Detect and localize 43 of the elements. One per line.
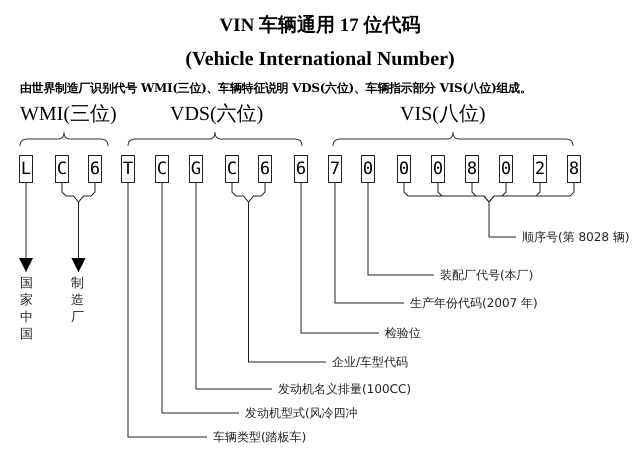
annotation-label: 国家中国: [20, 276, 33, 344]
vin-character: 6: [258, 155, 272, 183]
connector-line: [334, 182, 404, 304]
vin-character: C: [225, 155, 239, 183]
connector-line: [128, 182, 208, 438]
group-heading: VDS(六位): [170, 102, 264, 127]
vin-character: C: [55, 155, 69, 183]
annotation-label: 装配厂代号(本厂): [440, 267, 534, 283]
title: VIN 车辆通用 17 位代码: [218, 14, 422, 38]
group-heading: WMI(三位): [20, 102, 117, 127]
vin-character: T: [121, 155, 135, 183]
arrow: [19, 182, 33, 272]
annotation-label: 生产年份代码(2007 年): [410, 295, 538, 311]
annotation-label: 车辆类型(踏板车): [213, 429, 306, 445]
vin-character: L: [19, 155, 33, 183]
vin-character: 0: [499, 155, 513, 183]
vin-character: G: [189, 155, 203, 183]
description-text: 由世界制造厂识别代号 WMI(三位)、车辆特征说明 VDS(六位)、车辆指示部分 VIS(八位)组成。: [20, 80, 532, 97]
annotation-label: 顺序号(第 8028 辆): [522, 229, 630, 245]
group-heading: VIS(八位): [400, 102, 486, 127]
annotation-label: 发动机型式(风冷四冲: [245, 405, 358, 421]
annotation-label: 检验位: [385, 325, 421, 341]
annotation-label: 发动机名义排量(100CC): [278, 381, 412, 397]
vin-character: 0: [397, 155, 411, 183]
annotation-label: 企业/车型代码: [332, 354, 408, 370]
connector-line: [248, 182, 326, 362]
vin-character: C: [155, 155, 169, 183]
vin-character: 8: [465, 155, 479, 183]
vin-character: 2: [533, 155, 547, 183]
connector-line: [162, 182, 240, 414]
connector-line: [196, 182, 272, 390]
subtitle: (Vehicle International Number): [184, 48, 456, 71]
vin-character: 8: [567, 155, 581, 183]
vin-character: 7: [328, 155, 342, 183]
vin-character: 0: [431, 155, 445, 183]
connector-line: [300, 182, 380, 334]
connector-line: [488, 182, 574, 238]
vin-character: 6: [294, 155, 308, 183]
vin-character: 0: [361, 155, 375, 183]
connector-line: [368, 182, 434, 276]
vin-character: 6: [88, 155, 102, 183]
annotation-label: 制造厂: [71, 276, 84, 327]
arrow: [72, 182, 96, 272]
